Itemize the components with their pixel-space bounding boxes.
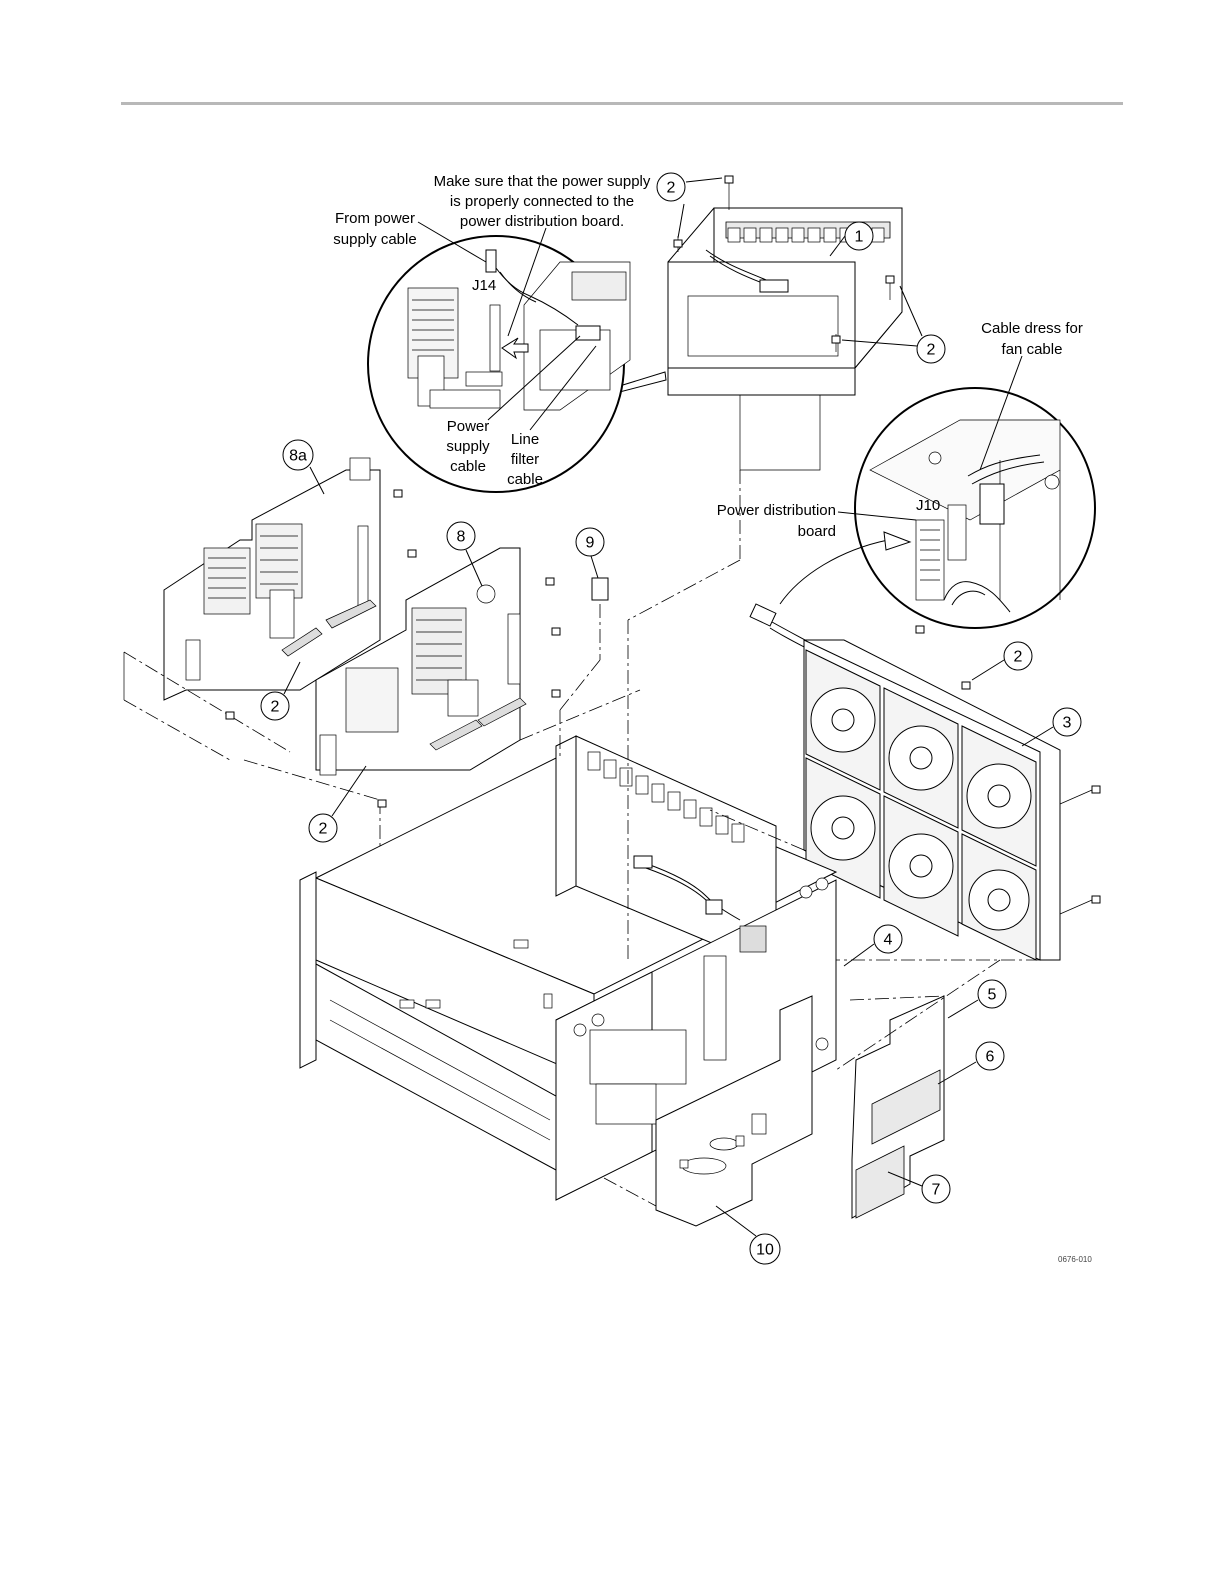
callout-4: 4 bbox=[844, 925, 902, 966]
callout-3: 3 bbox=[1022, 708, 1081, 746]
callout-2-fan: 2 bbox=[972, 642, 1032, 680]
svg-text:is properly connected to the: is properly connected to the bbox=[450, 193, 634, 210]
svg-text:7: 7 bbox=[932, 1182, 941, 1199]
figure-code: 0676-010 bbox=[1058, 1255, 1092, 1264]
svg-text:10: 10 bbox=[756, 1242, 774, 1259]
svg-text:2: 2 bbox=[927, 342, 936, 359]
label-power-supply-cable: Power supply cable bbox=[446, 418, 490, 475]
label-line-filter-cable: Line filter cable bbox=[507, 431, 543, 488]
svg-text:power distribution board.: power distribution board. bbox=[460, 213, 624, 230]
svg-text:cable: cable bbox=[450, 458, 486, 475]
svg-text:filter: filter bbox=[511, 451, 539, 468]
svg-text:Power: Power bbox=[447, 418, 490, 435]
fan-assembly-3 bbox=[804, 626, 1100, 960]
callout-6: 6 bbox=[938, 1042, 1004, 1084]
svg-text:8a: 8a bbox=[289, 448, 307, 465]
svg-text:Line: Line bbox=[511, 431, 539, 448]
label-j14: J14 bbox=[472, 277, 496, 294]
power-supply-assembly bbox=[668, 176, 902, 470]
svg-text:fan cable: fan cable bbox=[1002, 341, 1063, 358]
label-power-distribution-board: Power distribution board bbox=[717, 502, 836, 540]
magnifier-left bbox=[368, 236, 630, 492]
svg-text:2: 2 bbox=[319, 821, 328, 838]
svg-text:9: 9 bbox=[586, 535, 595, 552]
svg-text:2: 2 bbox=[667, 180, 676, 197]
label-j10: J10 bbox=[916, 497, 940, 514]
svg-text:6: 6 bbox=[986, 1049, 995, 1066]
callout-10: 10 bbox=[716, 1206, 780, 1264]
callout-9: 9 bbox=[576, 528, 604, 578]
callout-2-8: 2 bbox=[309, 766, 366, 842]
svg-text:Make sure that the power suppl: Make sure that the power supply bbox=[434, 173, 651, 190]
svg-text:Power distribution: Power distribution bbox=[717, 502, 836, 519]
svg-text:2: 2 bbox=[1014, 649, 1023, 666]
svg-text:2: 2 bbox=[271, 699, 280, 716]
svg-text:1: 1 bbox=[855, 229, 864, 246]
svg-text:supply cable: supply cable bbox=[333, 231, 416, 248]
svg-text:Cable dress for: Cable dress for bbox=[981, 320, 1083, 337]
svg-text:8: 8 bbox=[457, 529, 466, 546]
note-make-sure: Make sure that the power supply is prope… bbox=[434, 173, 651, 230]
callout-5: 5 bbox=[948, 980, 1006, 1018]
svg-text:board: board bbox=[798, 523, 836, 540]
svg-text:cable: cable bbox=[507, 471, 543, 488]
svg-text:3: 3 bbox=[1063, 715, 1072, 732]
svg-text:4: 4 bbox=[884, 932, 893, 949]
label-from-power-supply-cable: From power supply cable bbox=[333, 210, 416, 248]
svg-text:5: 5 bbox=[988, 987, 997, 1004]
label-cable-dress: Cable dress for fan cable bbox=[981, 320, 1083, 358]
svg-text:supply: supply bbox=[446, 438, 490, 455]
svg-text:From power: From power bbox=[335, 210, 415, 227]
bracket-9 bbox=[560, 578, 608, 710]
magnifier-right bbox=[855, 388, 1095, 628]
